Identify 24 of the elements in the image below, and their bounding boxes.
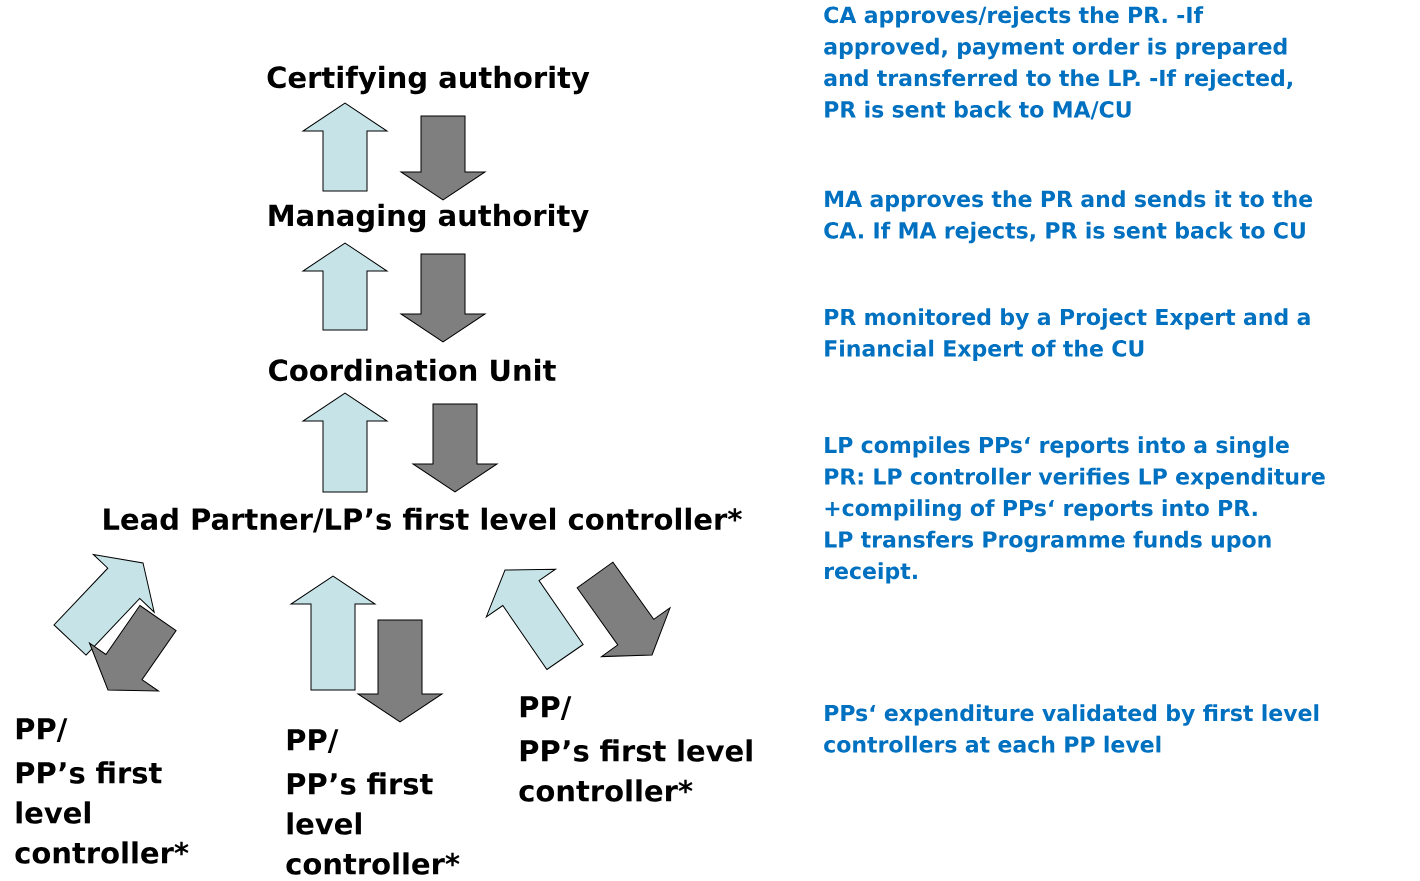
block-arrow (302, 102, 388, 192)
block-arrow (302, 392, 388, 493)
level-label: Managing authority (269, 203, 589, 233)
note-text: PPs‘ expenditure validated by first level controllers at each PP level (824, 704, 1319, 753)
level-label: PP/ PP’s first level controller* (519, 696, 752, 802)
note-text: PR monitored by a Project Expert and a Financial Expert of the CU (825, 308, 1310, 361)
level-label: Lead Partner/LP’s first level controller* (104, 507, 742, 533)
note-text: MA approves the PR and sends it to the CA. If MA rejects, PR is sent back to CU (824, 190, 1313, 244)
block-arrow (302, 242, 388, 331)
block-arrow (412, 403, 498, 493)
block-arrow (485, 568, 584, 670)
block-arrow (290, 575, 376, 691)
block-arrow (53, 553, 155, 656)
block-arrow (89, 605, 177, 692)
level-label: Certifying authority (267, 65, 590, 95)
block-arrow (400, 115, 486, 201)
block-arrow (576, 561, 671, 658)
level-label: PP/ PP’s first level controller* (15, 718, 189, 864)
level-label: Coordination Unit (269, 358, 556, 382)
note-text: CA approves/rejects the PR. -If approved, payment order is prepared and transferred to the LP. -If rejected, PR is sent back to MA/CU (824, 6, 1292, 120)
note-text: LP compiles PPs‘ reports into a single PR: LP controller verifies LP expenditure +compiling of PPs‘ reports into PR. LP transfers Programme funds upon receipt. (825, 436, 1325, 584)
block-arrow (357, 619, 443, 723)
block-arrow (400, 253, 486, 343)
level-label: PP/ PP’s first level controller* (286, 729, 460, 875)
